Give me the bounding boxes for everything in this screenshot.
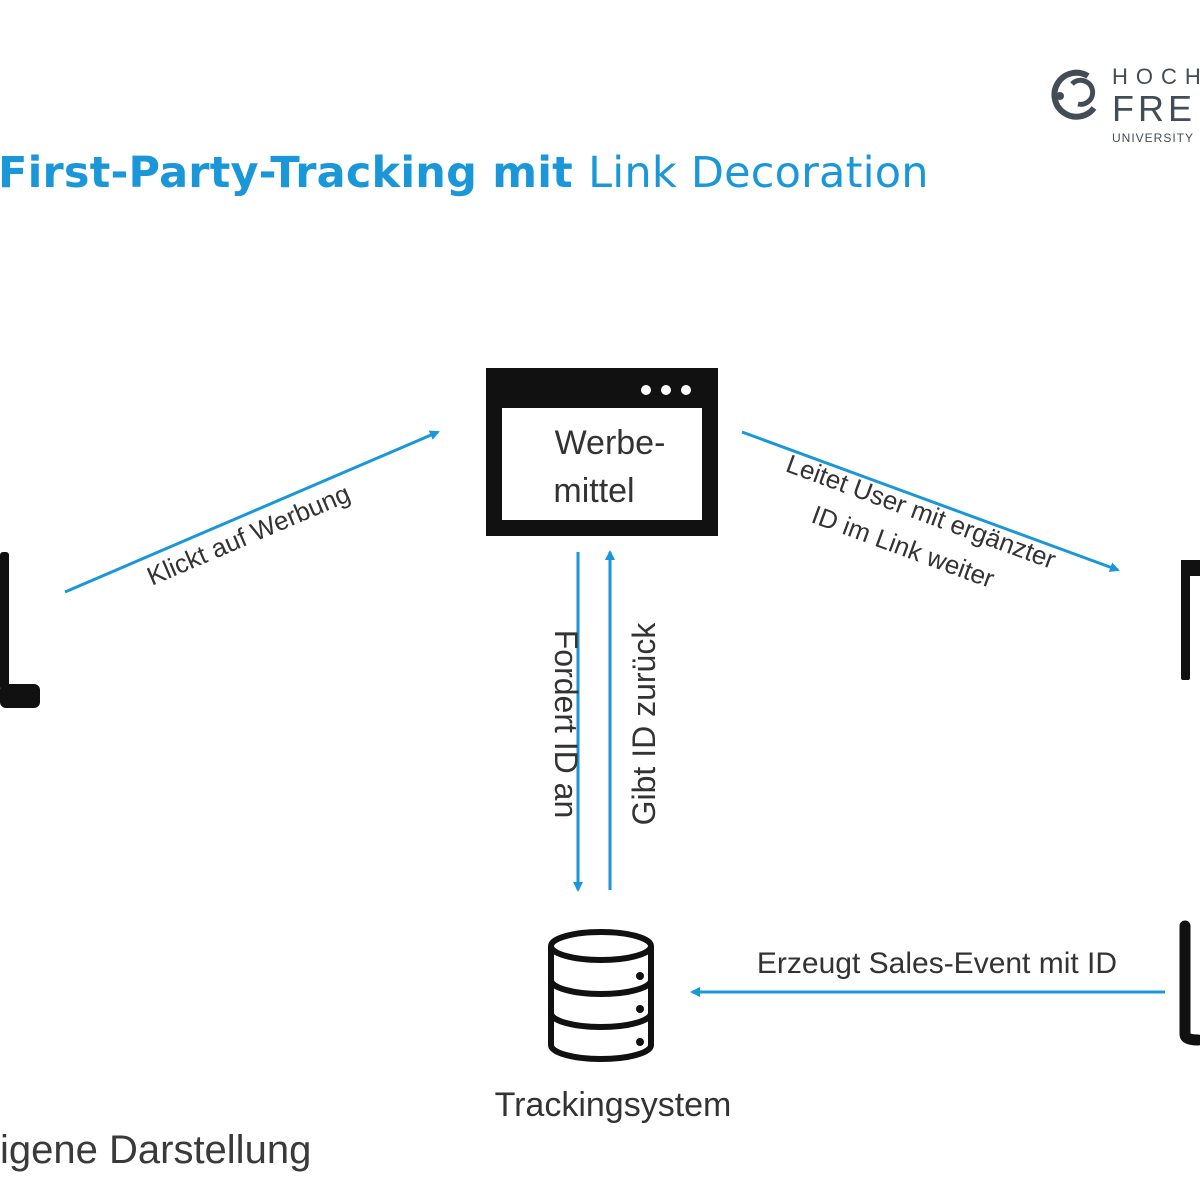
database-icon	[548, 929, 654, 1062]
title-main: First-Party-Tracking mit	[0, 148, 573, 198]
werbemittel-label-line1: Werbe-	[555, 424, 666, 462]
shop-icon	[1181, 560, 1200, 680]
label-klickt: Klickt auf Werbung	[142, 478, 354, 591]
werbemittel-label-line2: mittel	[553, 472, 634, 510]
laptop-icon	[0, 552, 40, 708]
arrow-leitet	[741, 430, 1120, 572]
browser-window-icon	[486, 368, 718, 536]
cart-icon	[1179, 920, 1200, 1046]
logo-icon	[1051, 69, 1097, 120]
label-fordert: Fordert ID an	[548, 630, 584, 819]
logo-line1: HOCH	[1112, 64, 1200, 89]
label-erzeugt: Erzeugt Sales-Event mit ID	[757, 947, 1117, 980]
source-note: igene Darstellung	[0, 1128, 312, 1172]
tracking-label: Trackingsystem	[495, 1086, 732, 1124]
page-title: First-Party-Tracking mit Link Decoration	[0, 148, 929, 198]
database-dots	[636, 972, 644, 1046]
arrow-klickt	[64, 430, 440, 594]
logo-line3: UNIVERSITY	[1112, 131, 1195, 145]
title-accent: Link Decoration	[588, 148, 929, 198]
logo-line2: FRE	[1112, 88, 1196, 129]
label-gibt: Gibt ID zurück	[626, 622, 662, 826]
